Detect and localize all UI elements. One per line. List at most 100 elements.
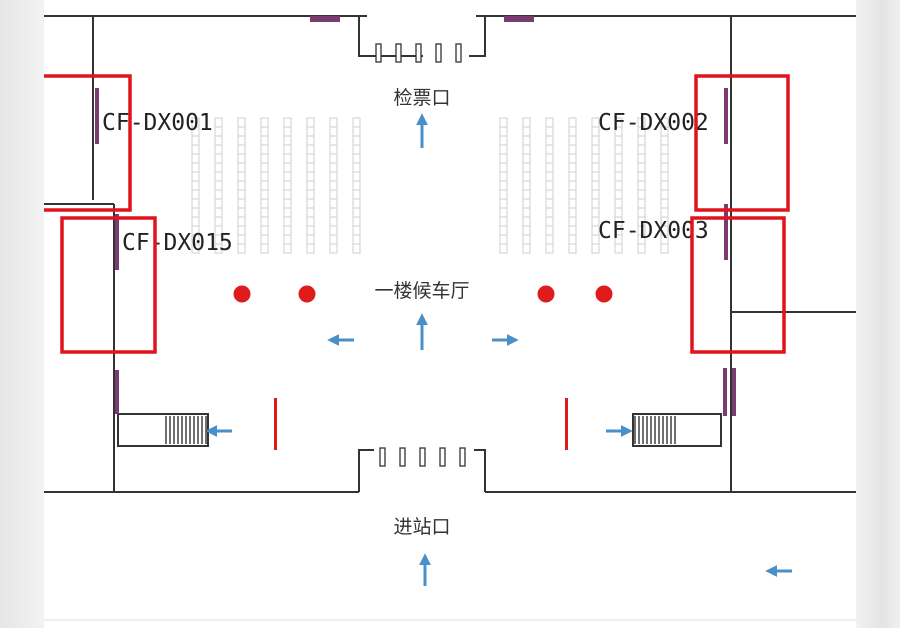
seat — [306, 198, 315, 209]
seat — [283, 180, 292, 191]
turnstile — [459, 447, 466, 467]
seat — [637, 243, 646, 254]
seat — [191, 198, 200, 209]
seat — [329, 243, 338, 254]
seat — [214, 243, 223, 254]
seat — [214, 162, 223, 173]
seat — [260, 171, 269, 182]
turnstile — [419, 447, 426, 467]
seat — [237, 234, 246, 245]
seat — [352, 180, 361, 191]
seat — [237, 243, 246, 254]
seat — [329, 198, 338, 209]
turnstile — [435, 43, 442, 63]
seat — [522, 198, 531, 209]
wall-entrance-bracket-right — [474, 449, 486, 492]
seat — [260, 216, 269, 227]
seat — [522, 171, 531, 182]
device-label-dx001: CF-DX001 — [102, 110, 213, 136]
seat — [637, 144, 646, 155]
red-dot — [595, 285, 613, 303]
seat — [545, 198, 554, 209]
seat — [591, 135, 600, 146]
seat — [499, 126, 508, 137]
seat — [591, 162, 600, 173]
seat — [306, 153, 315, 164]
seat — [568, 126, 577, 137]
seat — [352, 171, 361, 182]
device-mark-dx003 — [724, 204, 728, 260]
seat — [591, 207, 600, 218]
seat — [237, 135, 246, 146]
seat — [499, 198, 508, 209]
seat — [352, 153, 361, 164]
seat — [499, 171, 508, 182]
seat — [545, 243, 554, 254]
seat — [545, 225, 554, 236]
seat — [329, 117, 338, 128]
seat — [614, 198, 623, 209]
seat — [522, 243, 531, 254]
seat — [352, 126, 361, 137]
device-mark-dx001 — [95, 88, 99, 144]
seat — [283, 207, 292, 218]
highlight-boxes — [44, 74, 790, 354]
red-dot — [298, 285, 316, 303]
seat — [191, 207, 200, 218]
seat — [352, 189, 361, 200]
seat — [499, 180, 508, 191]
seat — [306, 243, 315, 254]
seat — [329, 126, 338, 137]
wall-entrance-bracket-left — [358, 449, 374, 492]
seat — [545, 153, 554, 164]
seat — [329, 189, 338, 200]
seat — [614, 189, 623, 200]
seat — [306, 216, 315, 227]
waiting-hall-label: 一楼候车厅 — [374, 280, 469, 302]
seat — [260, 198, 269, 209]
seat — [545, 135, 554, 146]
seat — [637, 207, 646, 218]
seat — [306, 135, 315, 146]
turnstile — [379, 447, 386, 467]
seat — [191, 180, 200, 191]
seat — [591, 180, 600, 191]
seat — [329, 207, 338, 218]
seat — [568, 153, 577, 164]
seat — [306, 126, 315, 137]
seat — [660, 189, 669, 200]
seat — [568, 225, 577, 236]
seat — [352, 207, 361, 218]
seat — [499, 234, 508, 245]
turnstile — [439, 447, 446, 467]
seat — [329, 180, 338, 191]
seat — [522, 126, 531, 137]
seat — [214, 207, 223, 218]
wall-gate-bracket-left — [358, 17, 423, 57]
seat — [660, 162, 669, 173]
device-mark-left-lower — [115, 370, 119, 414]
seat — [545, 171, 554, 182]
seat — [260, 234, 269, 245]
seat — [237, 180, 246, 191]
seat — [237, 162, 246, 173]
labels: 检票口 一楼候车厅 进站口 — [374, 87, 469, 538]
background-right — [856, 0, 900, 628]
seat — [329, 153, 338, 164]
seat — [660, 153, 669, 164]
seat — [260, 180, 269, 191]
seat — [283, 189, 292, 200]
seat — [614, 135, 623, 146]
device-mark-dx002 — [724, 88, 728, 144]
turnstile — [375, 43, 382, 63]
seat — [237, 189, 246, 200]
seat — [352, 162, 361, 173]
seat — [522, 180, 531, 191]
seat — [591, 153, 600, 164]
seat — [660, 144, 669, 155]
device-mark-top-left — [310, 16, 340, 22]
floor-plan-svg: 检票口 一楼候车厅 进站口 CF-DX001 CF-DX015 CF-DX002… — [44, 15, 856, 621]
seat — [499, 216, 508, 227]
seat — [237, 198, 246, 209]
seat — [568, 180, 577, 191]
